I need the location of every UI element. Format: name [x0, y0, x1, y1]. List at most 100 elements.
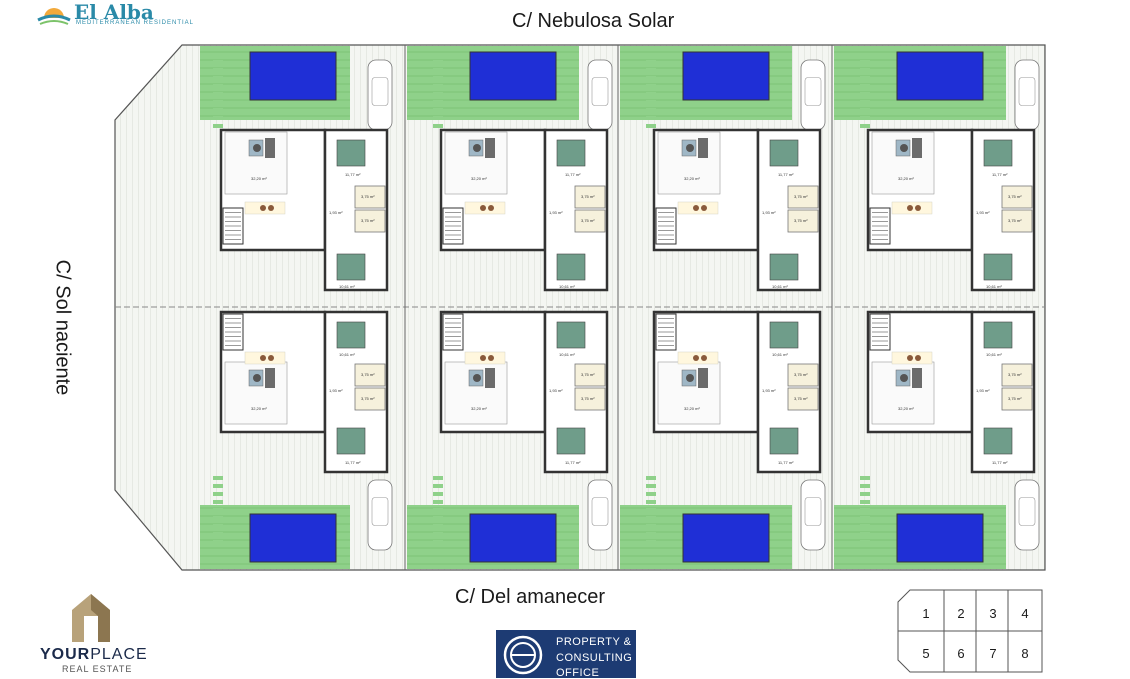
bath-1-area-label: 3,75 m²: [361, 194, 375, 199]
office-badge: [496, 630, 636, 678]
stepping-stone: [646, 508, 656, 512]
stepping-stone: [213, 68, 223, 72]
stepping-stone: [213, 516, 223, 520]
staircase: [655, 313, 677, 351]
dining-chair-icon: [260, 205, 266, 211]
armchair-icon: [686, 374, 694, 382]
stepping-stone: [646, 532, 656, 536]
bathroom-1: [1001, 363, 1033, 387]
bed-icon: [983, 427, 1013, 455]
bed-icon: [769, 427, 799, 455]
stepping-stone: [433, 76, 443, 80]
stepping-stone: [213, 92, 223, 96]
bed-icon: [769, 321, 799, 349]
living-area-label: 32,20 m²: [684, 406, 700, 411]
bath-2-area-label: 3,75 m²: [1008, 396, 1022, 401]
bath-2-area-label: 3,75 m²: [581, 396, 595, 401]
stepping-stone: [433, 60, 443, 64]
bathroom-1: [574, 363, 606, 387]
bedroom-2-area-label: 10,61 m²: [559, 352, 575, 357]
hall-area-label: 1,93 m²: [329, 388, 343, 393]
car-icon: [367, 479, 393, 551]
stepping-stone: [860, 100, 870, 104]
dining-chair-icon: [480, 205, 486, 211]
stepping-stone: [213, 116, 223, 120]
bedroom-2-area-label: 10,61 m²: [772, 284, 788, 289]
bedroom-2-area-label: 10,61 m²: [772, 352, 788, 357]
stepping-stone: [213, 124, 223, 128]
bedroom-1-area-label: 11,77 m²: [778, 460, 794, 465]
staircase: [442, 313, 464, 351]
stepping-stone: [860, 476, 870, 480]
lot-key-number-1: 1: [922, 606, 930, 621]
bath-2-area-label: 3,75 m²: [1008, 218, 1022, 223]
stepping-stone: [860, 76, 870, 80]
car-window: [371, 77, 389, 106]
bed-icon: [983, 321, 1013, 349]
swimming-pool: [896, 513, 984, 563]
stepping-stone: [433, 92, 443, 96]
bath-2-area-label: 3,75 m²: [794, 218, 808, 223]
dining-chair-icon: [693, 355, 699, 361]
stepping-stone: [646, 524, 656, 528]
bath-2-area-label: 3,75 m²: [361, 218, 375, 223]
stepping-stone: [646, 92, 656, 96]
stepping-stone: [213, 76, 223, 80]
stepping-stone: [646, 500, 656, 504]
street-label-top: C/ Nebulosa Solar: [512, 10, 675, 32]
stepping-stone: [433, 524, 443, 528]
swimming-pool: [682, 51, 770, 101]
bathroom-2: [787, 209, 819, 233]
stepping-stone: [213, 500, 223, 504]
car-window: [804, 497, 822, 526]
bedroom-2-area-label: 10,61 m²: [339, 284, 355, 289]
stepping-stone: [646, 68, 656, 72]
staircase: [222, 313, 244, 351]
stepping-stone: [213, 108, 223, 112]
bed-icon: [336, 253, 366, 281]
bed-icon: [769, 139, 799, 167]
car-window: [804, 77, 822, 106]
office-line-2: CONSULTING: [556, 652, 633, 664]
stepping-stone: [860, 60, 870, 64]
bathroom-1: [787, 185, 819, 209]
bed-icon: [556, 427, 586, 455]
sofa-icon: [912, 138, 922, 158]
sofa-icon: [265, 368, 275, 388]
car-window: [591, 77, 609, 106]
hall-area-label: 1,93 m²: [976, 388, 990, 393]
stepping-stone: [213, 508, 223, 512]
stepping-stone: [646, 492, 656, 496]
brand-name: El Alba: [74, 0, 154, 24]
bathroom-1: [354, 363, 386, 387]
dining-chair-icon: [907, 355, 913, 361]
stepping-stone: [433, 508, 443, 512]
dining-chair-icon: [915, 205, 921, 211]
staircase: [222, 207, 244, 245]
bed-icon: [983, 253, 1013, 281]
bath-1-area-label: 3,75 m²: [581, 372, 595, 377]
stepping-stone: [213, 540, 223, 544]
stepping-stone: [646, 516, 656, 520]
bath-1-area-label: 3,75 m²: [361, 372, 375, 377]
lot-key-number-6: 6: [957, 646, 965, 661]
bath-1-area-label: 3,75 m²: [581, 194, 595, 199]
stepping-stone: [433, 124, 443, 128]
staircase: [442, 207, 464, 245]
street-label-bottom: C/ Del amanecer: [455, 586, 606, 608]
dining-chair-icon: [268, 205, 274, 211]
stepping-stone: [860, 524, 870, 528]
living-area-label: 32,20 m²: [251, 406, 267, 411]
bath-1-area-label: 3,75 m²: [1008, 194, 1022, 199]
stepping-stone: [646, 84, 656, 88]
office-logo-icon: [503, 635, 543, 675]
stepping-stone: [213, 524, 223, 528]
car-icon: [367, 59, 393, 131]
brand-tagline: MEDITERRANEAN RESIDENTIAL: [76, 20, 195, 26]
hall-area-label: 1,93 m²: [549, 388, 563, 393]
living-area-label: 32,20 m²: [251, 176, 267, 181]
